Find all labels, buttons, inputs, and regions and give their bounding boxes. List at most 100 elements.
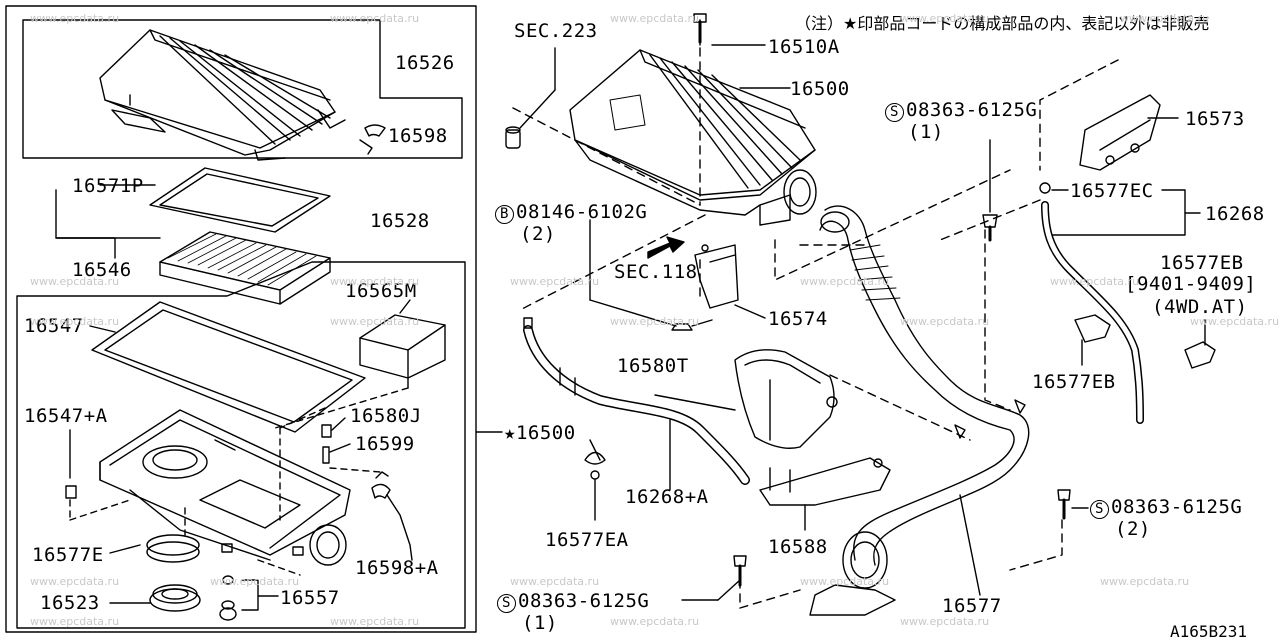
- watermark: www.epcdata.ru: [330, 315, 420, 328]
- case-16528: [99, 409, 351, 566]
- watermark: www.epcdata.ru: [30, 315, 120, 328]
- label-16577eb-cond: (4WD.AT): [1152, 296, 1248, 318]
- label-16580j: 16580J: [350, 405, 422, 427]
- label-16547: 16547: [24, 315, 84, 337]
- watermark: www.epcdata.ru: [1050, 275, 1140, 288]
- label-sec118: SEC.118: [614, 261, 698, 283]
- watermark: www.epcdata.ru: [330, 275, 420, 288]
- clip-16577ea: [584, 451, 606, 465]
- label-16574: 16574: [768, 308, 828, 330]
- bracket-16574: [694, 244, 739, 309]
- watermark: www.epcdata.ru: [30, 575, 120, 588]
- bracket-16573: [1079, 94, 1161, 171]
- resonator-16580t: [734, 349, 838, 449]
- label-16268a: 16268+A: [625, 486, 709, 508]
- label-16577ea: 16577EA: [545, 529, 629, 551]
- watermark: www.epcdata.ru: [900, 315, 990, 328]
- watermark: www.epcdata.ru: [510, 275, 600, 288]
- clip-16577eb-a: [1074, 314, 1111, 343]
- watermark: www.epcdata.ru: [1100, 575, 1190, 588]
- label-sec223: SEC.223: [514, 20, 598, 42]
- label-16577ec: 16577EC: [1070, 180, 1154, 202]
- label-16598a: 16598+A: [355, 557, 439, 579]
- resonator-16565m: [359, 299, 446, 379]
- cover-box: [22, 19, 463, 159]
- watermark: www.epcdata.ru: [610, 12, 700, 25]
- clip-16598a: [371, 483, 391, 499]
- label-16557: 16557: [280, 587, 340, 609]
- bolt-08363-a: [982, 214, 998, 228]
- label-16577e: 16577E: [32, 544, 104, 566]
- left-group-frame: [5, 5, 477, 633]
- pin-16599: [322, 446, 330, 464]
- label-16565m: 16565M: [345, 280, 417, 302]
- label-08363-b-qty: (1): [522, 612, 558, 634]
- label-16528: 16528: [370, 210, 430, 232]
- watermark: www.epcdata.ru: [210, 575, 300, 588]
- arrow-sec118: [647, 236, 685, 259]
- clamp-16577e: [146, 534, 200, 556]
- watermark: www.epcdata.ru: [610, 615, 700, 628]
- figure-code: A165B231: [1170, 622, 1248, 641]
- label-16580t: 16580T: [617, 355, 689, 377]
- watermark: www.epcdata.ru: [30, 275, 120, 288]
- bracket-16588: [759, 457, 891, 506]
- watermark: www.epcdata.ru: [30, 12, 120, 25]
- watermark: www.epcdata.ru: [1190, 315, 1280, 328]
- label-16500: 16500: [790, 78, 850, 100]
- filter-16546: [159, 231, 331, 305]
- watermark: www.epcdata.ru: [800, 575, 890, 588]
- label-16577eb-years: [9401-9409]: [1125, 273, 1257, 295]
- label-16599: 16599: [355, 433, 415, 455]
- label-16547a: 16547+A: [24, 405, 108, 427]
- label-08363-a-qty: (1): [908, 121, 944, 143]
- symbol-s: S: [885, 103, 904, 122]
- label-16577eb: 16577EB: [1032, 371, 1116, 393]
- watermark: www.epcdata.ru: [1120, 12, 1210, 25]
- label-16577eb-top: 16577EB: [1160, 252, 1244, 274]
- clip-16580j: [321, 424, 332, 438]
- gasket-16547: [91, 301, 366, 433]
- watermark: www.epcdata.ru: [900, 12, 990, 25]
- note-text: （注）★印部品コードの構成部品の内、表記以外は非販売: [795, 14, 1210, 33]
- clamp-16577ec: [1039, 182, 1051, 194]
- symbol-b: B: [495, 205, 514, 224]
- watermark: www.epcdata.ru: [30, 615, 120, 628]
- bolt-08363-c: [1057, 489, 1071, 501]
- label-16571p: 16571P: [72, 175, 144, 197]
- symbol-s: S: [1090, 500, 1109, 519]
- label-16523: 16523: [40, 592, 100, 614]
- symbol-s: S: [497, 594, 516, 613]
- watermark: www.epcdata.ru: [610, 315, 700, 328]
- seal-16571p: [149, 167, 331, 233]
- label-16510a: 16510A: [768, 36, 840, 58]
- watermark: www.epcdata.ru: [330, 12, 420, 25]
- label-16268: 16268: [1205, 203, 1265, 225]
- clip-16577eb-b: [1184, 341, 1216, 369]
- label-16573: 16573: [1185, 108, 1245, 130]
- label-16588: 16588: [768, 536, 828, 558]
- grommet-16557: [219, 607, 237, 621]
- air-cleaner-16500: [569, 13, 817, 226]
- label-16577: 16577: [942, 595, 1002, 617]
- cover-illustration: [99, 29, 386, 161]
- label-16598: 16598: [388, 125, 448, 147]
- pin-16547a: [65, 485, 77, 499]
- label-08146-qty: (2): [520, 223, 556, 245]
- duct-16577: [809, 205, 1030, 616]
- label-08363-c-qty: (2): [1115, 518, 1151, 540]
- watermark: www.epcdata.ru: [900, 615, 990, 628]
- watermark: www.epcdata.ru: [800, 275, 890, 288]
- label-16500-star: ★16500: [504, 422, 576, 444]
- bolt-08363-b: [733, 555, 747, 567]
- watermark: www.epcdata.ru: [330, 615, 420, 628]
- label-16546: 16546: [72, 259, 132, 281]
- case-box: [16, 261, 466, 629]
- label-16526: 16526: [395, 52, 455, 74]
- watermark: www.epcdata.ru: [510, 575, 600, 588]
